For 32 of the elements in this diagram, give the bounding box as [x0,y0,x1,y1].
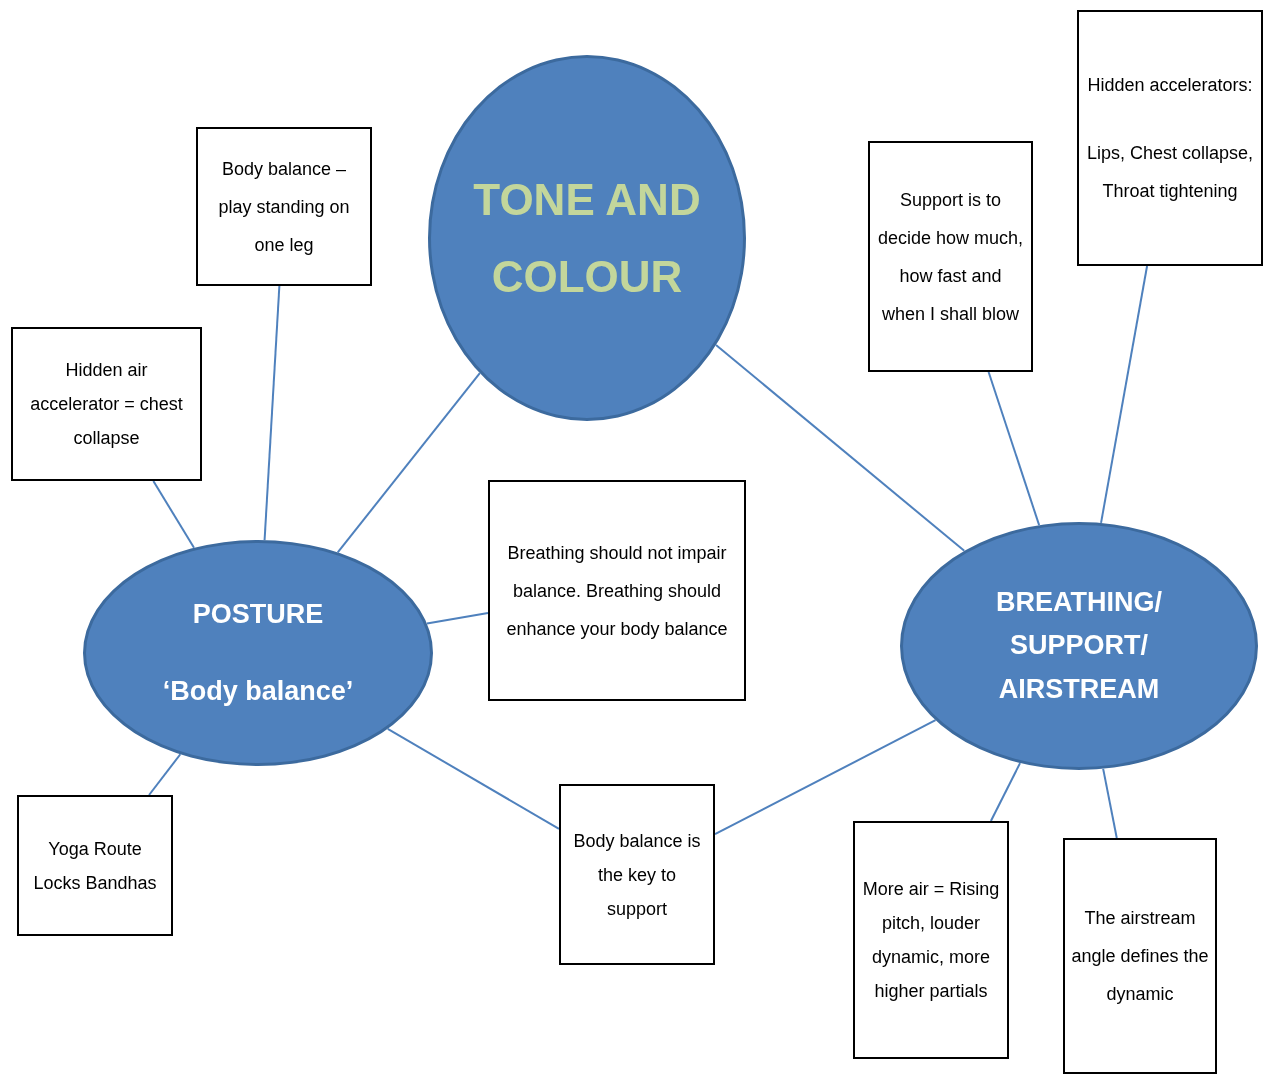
note-box [559,784,715,965]
note-text: Hidden air accelerator = chest collapse [29,359,184,450]
note-box [488,480,746,701]
note-text: Body balance is the key to support [572,829,702,921]
note-box [868,141,1033,372]
connector-line [386,727,560,830]
connector-line [263,285,281,542]
note-text: Hidden accelerators: [1087,74,1253,97]
connector-line [714,719,937,836]
note-box [853,821,1009,1059]
note-box [196,127,372,286]
topic-title: BREATHING/ SUPPORT/ AIRSTREAM [995,586,1163,706]
note-box [1077,10,1263,266]
connector-line [715,344,966,552]
note-text: Support is to decide how much, how fast and when I shall blow [876,188,1025,326]
topic-title: POSTURE [192,597,324,631]
note-text: Yoga Route Locks Bandhas [32,837,158,895]
note-text: Lips, Chest collapse, Throat tightening [1085,142,1255,203]
connector-line [989,762,1022,822]
topic-title: ‘Body balance’ [162,675,354,708]
note-text: Body balance – play standing on one leg [217,157,351,257]
connector-line [148,753,182,796]
note-box [1063,838,1217,1074]
note-text: More air = Rising pitch, louder dynamic, more higher partials [861,878,1001,1003]
note-text: Breathing should not impair balance. Breathing should enhance your body balance [505,541,729,641]
note-box [17,795,173,936]
note-text: The airstream angle defines the dynamic [1071,907,1209,1006]
topic-title: TONE AND COLOUR [472,174,702,303]
connector-line [1100,265,1149,524]
note-box [11,327,202,481]
connector-line [152,480,195,549]
connector-line [336,372,481,554]
